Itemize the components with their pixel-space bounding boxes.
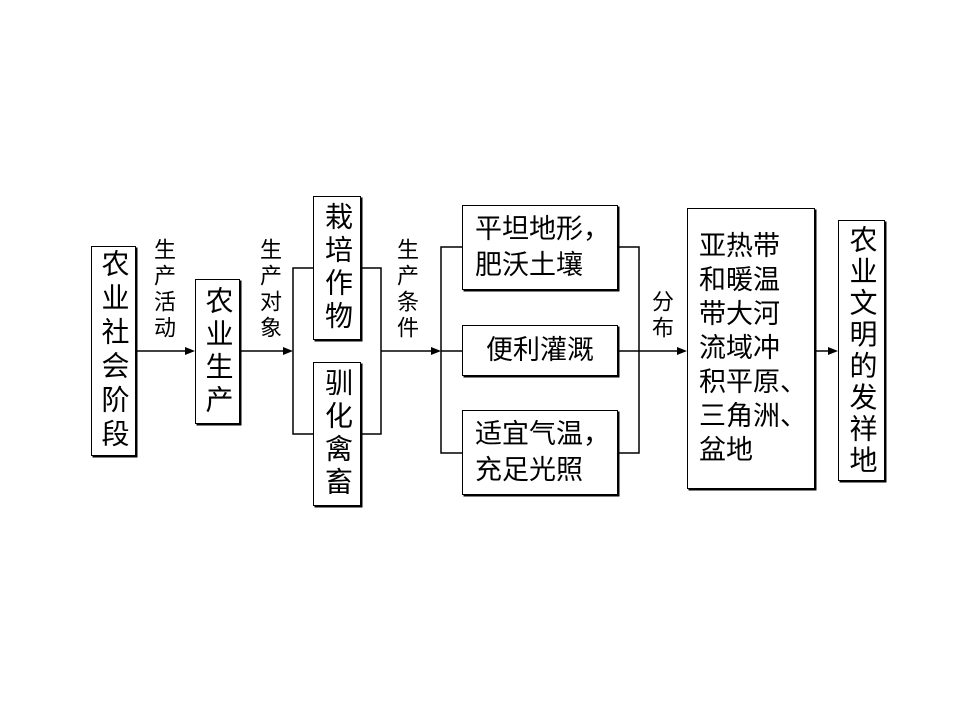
node-civilization-birthplace: 农业文明的发祥地	[838, 220, 885, 481]
bracket-objects-left	[292, 267, 313, 435]
arrowhead-production-to-objects	[283, 347, 293, 355]
arrowhead-distribution-to-birthplace	[828, 347, 838, 355]
edge-label-production-object: 生产对象	[256, 238, 281, 342]
node-climate-light: 适宜气温， 充足光照	[462, 410, 618, 495]
node-label: 农业生产	[201, 285, 235, 418]
edge-label-production-activity: 生产活动	[150, 238, 175, 342]
node-distribution-area: 亚热带 和暖温 带大河 流域冲 积平原、 三角洲、 盆地	[687, 208, 815, 489]
node-crop-cultivation: 栽培作物	[313, 196, 361, 340]
node-label: 便利灌溉	[486, 334, 594, 366]
node-label-line: 平坦地形，	[475, 213, 610, 245]
bracket-conditions-right	[618, 246, 640, 454]
node-terrain-soil: 平坦地形， 肥沃土壤	[462, 205, 618, 290]
node-label-line: 亚热带	[699, 230, 780, 262]
arrowhead-objects-to-conditions	[431, 347, 441, 355]
node-label-line: 充足光照	[475, 454, 583, 486]
node-label: 驯化禽畜	[321, 368, 354, 500]
arrowhead-conditions-to-distribution	[677, 347, 687, 355]
edge-label-production-conditions: 生产条件	[393, 238, 418, 342]
node-label: 栽培作物	[321, 202, 354, 334]
arrowhead-stage-to-production	[185, 347, 195, 355]
node-animal-domestication: 驯化禽畜	[313, 362, 361, 506]
node-label-line: 肥沃土壤	[475, 249, 583, 281]
node-agricultural-production: 农业生产	[195, 279, 240, 424]
node-label-line: 盆地	[699, 434, 753, 466]
node-label: 农业社会阶段	[97, 249, 131, 453]
node-label-line: 三角洲、	[699, 400, 807, 432]
node-label-line: 适宜气温，	[475, 418, 610, 450]
edge-label-distribution: 分布	[648, 290, 673, 342]
bracket-conditions-left	[440, 246, 462, 454]
node-label-line: 带大河	[699, 298, 780, 330]
node-agricultural-society-stage: 农业社会阶段	[91, 246, 136, 456]
node-label-line: 和暖温	[699, 264, 780, 296]
node-label-line: 流域冲	[699, 332, 780, 364]
bracket-objects-right	[361, 267, 382, 435]
node-label-line: 积平原、	[699, 366, 807, 398]
node-irrigation: 便利灌溉	[462, 325, 618, 376]
node-label: 农业文明的发祥地	[845, 224, 879, 477]
